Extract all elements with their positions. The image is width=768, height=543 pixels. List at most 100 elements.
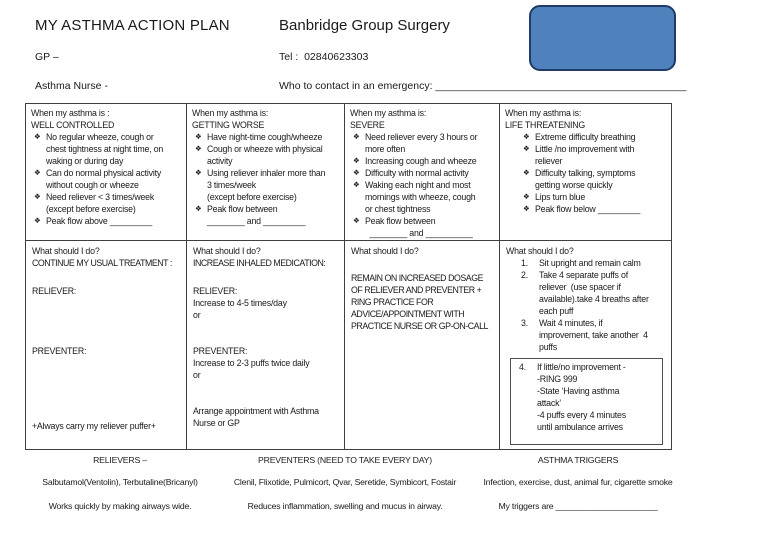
symptom-item: ❖Need reliever < 3 times/week (except be…: [31, 191, 183, 215]
reliever-label: RELIEVER:: [193, 286, 238, 296]
symptom-list: ❖ No regular wheeze, cough or chest tight…: [31, 131, 183, 227]
symptom-text: Extreme difficulty breathing: [535, 132, 636, 142]
surgery-name: Banbridge Group Surgery: [279, 17, 450, 34]
symptom-text: Peak flow between ________ and _________: [207, 204, 306, 226]
symptom-item: ❖ Difficulty with normal activity: [350, 167, 496, 179]
symptom-item: ❖Lips turn blue: [520, 191, 668, 203]
symptom-text: No regular wheeze, cough or chest tightn…: [46, 132, 164, 166]
tel-label: Tel : 02840623303: [279, 51, 369, 63]
symptom-item: ❖Difficulty talking, symptoms getting wo…: [520, 167, 668, 191]
diamond-bullet-icon: ❖: [195, 168, 202, 177]
symptom-text: Peak flow above _________: [46, 216, 153, 226]
step-number: 4.: [519, 362, 526, 372]
diamond-bullet-icon: ❖: [523, 144, 530, 153]
practice-logo: [529, 5, 676, 71]
symptom-text: Need reliever every 3 hours or more ofte…: [365, 132, 478, 154]
symptom-item: ❖Peak flow below _________: [520, 203, 668, 215]
footer-description: Reduces inflammation, swelling and mucus…: [247, 501, 443, 511]
symptom-text: Need reliever < 3 times/week (except bef…: [46, 192, 155, 214]
plan-column-getting-worse: When my asthma is: GETTING WORSE ❖ Have n…: [186, 104, 344, 449]
diamond-bullet-icon: ❖: [34, 168, 41, 177]
reliever-note: +Always carry my reliever puffer+: [32, 421, 156, 431]
diamond-bullet-icon: ❖: [523, 132, 530, 141]
condition-status: SEVERE: [350, 120, 385, 130]
footer-preventers: PREVENTERS (NEED TO TAKE EVERY DAY) Clen…: [215, 455, 475, 511]
diamond-bullet-icon: ❖: [195, 132, 202, 141]
condition-status: GETTING WORSE: [192, 120, 265, 130]
step-text: Take 4 separate puffs of reliever (use s…: [539, 270, 649, 316]
symptom-text: Lips turn blue: [535, 192, 586, 202]
preventer-label: PREVENTER:: [193, 346, 248, 356]
action-title: What should I do?: [506, 246, 574, 256]
condition-cell: When my asthma is: GETTING WORSE ❖ Have n…: [187, 104, 344, 241]
action-cell: What should I do? 1.Sit upright and rema…: [500, 241, 671, 448]
symptom-text: Cough or wheeze with physical activity: [207, 144, 323, 166]
or-text: or: [193, 310, 201, 320]
diamond-bullet-icon: ❖: [353, 132, 360, 141]
symptom-text: Difficulty with normal activity: [365, 168, 469, 178]
diamond-bullet-icon: ❖: [195, 144, 202, 153]
when-label: When my asthma is:: [192, 108, 269, 118]
condition-cell: When my asthma is: SEVERE ❖Need reliever…: [345, 104, 499, 241]
plan-column-severe: When my asthma is: SEVERE ❖Need reliever…: [344, 104, 499, 449]
when-label: When my asthma is :: [31, 108, 110, 118]
action-cell: What should I do? REMAIN ON INCREASED DO…: [345, 241, 499, 448]
page-title: MY ASTHMA ACTION PLAN: [35, 17, 230, 34]
action-cell: What should I do? CONTINUE MY USUAL TREA…: [26, 241, 186, 448]
step-number: 3.: [521, 318, 528, 328]
symptom-list: ❖ Extreme difficulty breathing ❖ Little /n…: [505, 131, 668, 215]
action-body: REMAIN ON INCREASED DOSAGE OF RELIEVER A…: [351, 273, 488, 331]
condition-status: WELL CONTROLLED: [31, 120, 115, 130]
footer-heading: PREVENTERS (NEED TO TAKE EVERY DAY): [258, 455, 432, 465]
plan-column-life-threatening: When my asthma is: LIFE THREATENING ❖ Ext…: [499, 104, 671, 449]
symptom-item: ❖ Cough or wheeze with physical activity: [192, 143, 341, 167]
asthma-nurse-label: Asthma Nurse -: [35, 80, 108, 92]
symptom-text: Peak flow below _________: [535, 204, 641, 214]
symptom-text: Little /no improvement with reliever: [535, 144, 635, 166]
symptom-text: Can do normal physical activity without …: [46, 168, 162, 190]
diamond-bullet-icon: ❖: [353, 168, 360, 177]
symptom-list: ❖ Need reliever every 3 hours or more oft…: [350, 131, 496, 239]
my-triggers-line: My triggers are ______________________: [498, 501, 658, 511]
step-item: 3. Wait 4 minutes, if improvement, take a…: [519, 317, 667, 353]
footer-drug-names: Clenil, Flixotide, Pulmicort, Qvar, Sere…: [233, 477, 457, 487]
appointment-advice: Arrange appointment with Asthma Nurse or…: [193, 406, 319, 428]
diamond-bullet-icon: ❖: [195, 204, 202, 213]
action-heading: INCREASE INHALED MEDICATION:: [193, 258, 326, 268]
step-item: 4. If little/no improvement - -RING 999 -…: [517, 361, 660, 433]
when-label: When my asthma is:: [505, 108, 582, 118]
condition-status: LIFE THREATENING: [505, 120, 586, 130]
reliever-advice: Increase to 4-5 times/day: [193, 298, 287, 308]
symptom-item: ❖Using reliever inhaler more than 3 time…: [192, 167, 341, 203]
footer-relievers: RELIEVERS – Salbutamol(Ventolin), Terbut…: [20, 455, 220, 511]
symptom-item: ❖ Little /no improvement with reliever: [520, 143, 668, 167]
footer-heading: ASTHMA TRIGGERS: [537, 455, 619, 465]
step-text: Wait 4 minutes, if improvement, take ano…: [539, 318, 648, 352]
symptom-item: ❖ Need reliever every 3 hours or more oft…: [350, 131, 496, 155]
action-heading: CONTINUE MY USUAL TREATMENT :: [32, 258, 172, 268]
step-number: 2.: [521, 270, 528, 280]
emergency-contact-line: Who to contact in an emergency: ________…: [279, 80, 687, 92]
symptom-item: ❖ Peak flow between ________ and ________…: [192, 203, 341, 227]
footer-heading: RELIEVERS –: [93, 455, 147, 465]
action-cell: What should I do? INCREASE INHALED MEDIC…: [187, 241, 344, 448]
diamond-bullet-icon: ❖: [353, 216, 360, 225]
symptom-list: ❖ Have night-time cough/wheeze ❖ Cough or …: [192, 131, 341, 227]
ring-999-box: 4. If little/no improvement - -RING 999 -…: [510, 358, 663, 445]
symptom-text: Increasing cough and wheeze: [365, 156, 477, 166]
emergency-steps-list: 1.Sit upright and remain calm 2.Take 4 s…: [506, 257, 667, 353]
or-text: or: [193, 370, 201, 380]
asthma-plan-table: When my asthma is : WELL CONTROLLED ❖ No …: [25, 103, 672, 450]
action-title: What should I do?: [351, 246, 419, 256]
symptom-text: Have night-time cough/wheeze: [207, 132, 323, 142]
symptom-item: ❖Waking each night and most mornings wit…: [350, 179, 496, 215]
symptom-item: ❖No regular wheeze, cough or chest tight…: [31, 131, 183, 167]
symptom-item: ❖ Have night-time cough/wheeze: [192, 131, 341, 143]
action-title: What should I do?: [193, 246, 261, 256]
plan-column-well-controlled: When my asthma is : WELL CONTROLLED ❖ No …: [26, 104, 186, 449]
symptom-text: Peak flow between ________ and _________…: [365, 216, 473, 238]
diamond-bullet-icon: ❖: [353, 156, 360, 165]
symptom-item: ❖ Extreme difficulty breathing: [520, 131, 668, 143]
step-text: If little/no improvement - -RING 999 -St…: [537, 362, 626, 432]
condition-cell: When my asthma is : WELL CONTROLLED ❖ No …: [26, 104, 186, 241]
